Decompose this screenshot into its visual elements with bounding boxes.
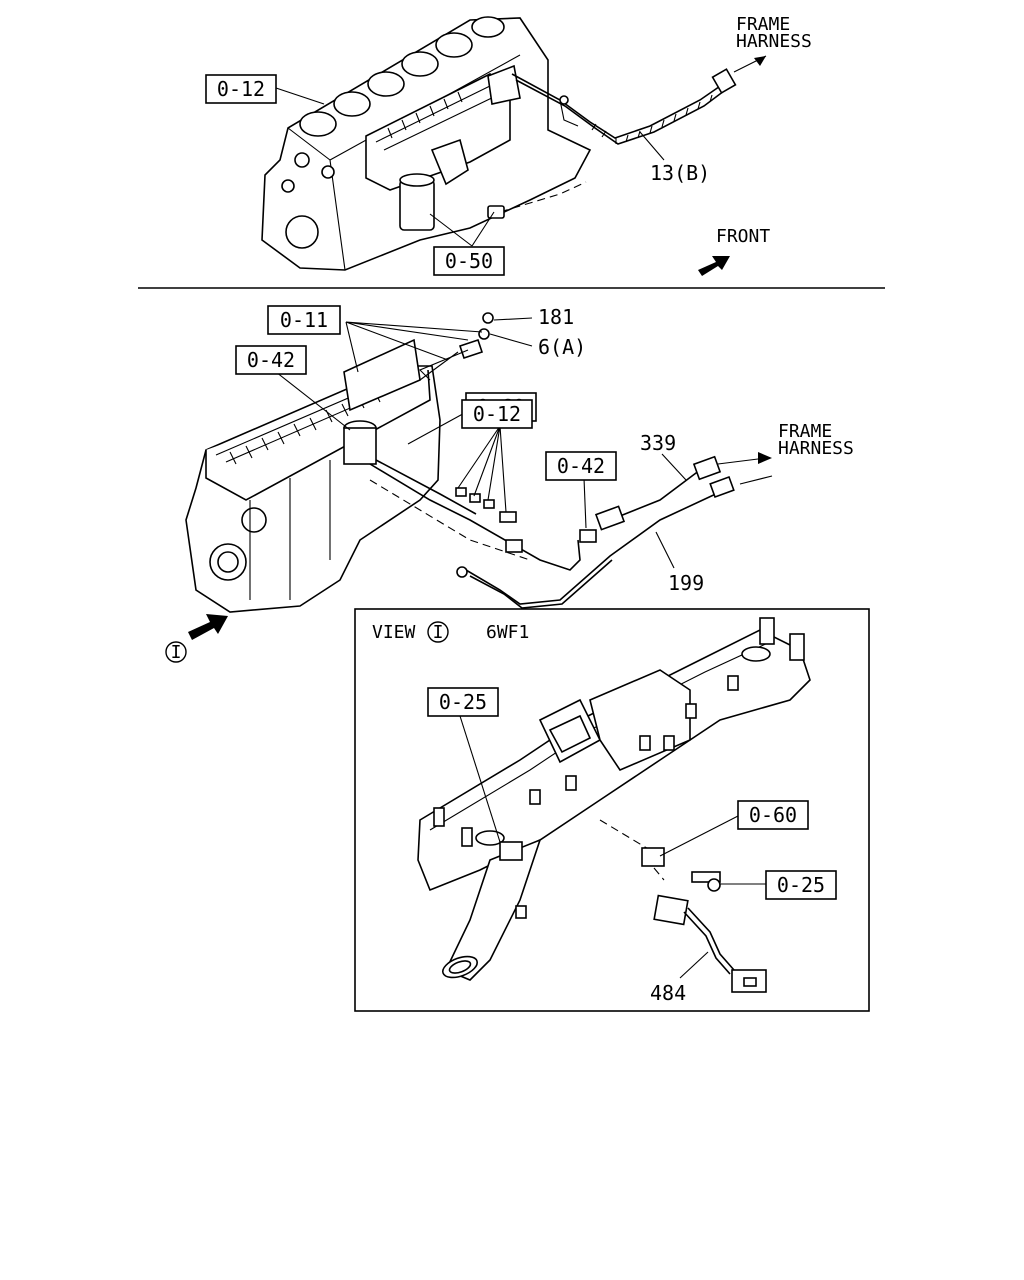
top-view: 0-12 0-50 13(B) FRAME HARNESS FRONT (205, 14, 812, 276)
leader-engine (275, 87, 325, 105)
leader-484 (679, 951, 709, 979)
ref-bolt-label: 0-25 (777, 873, 825, 897)
ref-box-0-12[interactable]: 0-12 (461, 399, 533, 429)
top-engine-block (261, 16, 592, 271)
ref-box-0-42-engine[interactable]: 0-42 (235, 345, 307, 375)
front-label: FRONT (716, 226, 770, 247)
part-484-label[interactable]: 484 (650, 981, 686, 1005)
view-marker-circle (165, 641, 187, 663)
ref-0-11-label: 0-11 (280, 308, 328, 332)
frame-harness-line1-middle: FRAME (778, 421, 832, 442)
leader-0-42-connector (583, 477, 587, 529)
part-199-label[interactable]: 199 (668, 571, 704, 595)
leader-0-42 (275, 371, 351, 431)
view-arrow-icon (188, 614, 228, 640)
ref-box-sensor[interactable]: 0-50 (433, 246, 505, 276)
leader-sensor (429, 211, 495, 247)
part-harness-label[interactable]: 13(B) (650, 161, 710, 185)
leader-harness (639, 131, 665, 161)
middle-view: 0-11 0-42 0-60 0-12 0-42 181 6(A) 339 19… (165, 305, 854, 663)
ref-box-manifold[interactable]: 0-25 (427, 687, 499, 717)
leader-bracket (659, 815, 739, 857)
ref-box-bracket[interactable]: 0-60 (737, 800, 809, 830)
leader-0-11 (345, 321, 483, 373)
leader-339 (661, 453, 687, 481)
ref-engine-label: 0-12 (217, 77, 265, 101)
detail-sensor (599, 819, 767, 993)
top-harness (487, 55, 767, 219)
model-label: 6WF1 (486, 622, 529, 643)
intake-manifold (417, 617, 811, 981)
view-marker-label: I (171, 642, 182, 663)
leader-0-60 (407, 409, 471, 445)
leader-181-6a (489, 317, 533, 347)
frame-harness-line2-middle: HARNESS (778, 438, 854, 459)
ref-sensor-label: 0-50 (445, 249, 493, 273)
leader-manifold (459, 715, 501, 843)
frame-harness-line2: HARNESS (736, 31, 812, 52)
middle-wiring (369, 312, 773, 609)
ref-0-12-label: 0-12 (473, 402, 521, 426)
ref-box-0-11[interactable]: 0-11 (267, 305, 341, 335)
ref-manifold-label: 0-25 (439, 690, 487, 714)
part-181-label[interactable]: 181 (538, 305, 574, 329)
ref-0-42-connector-label: 0-42 (557, 454, 605, 478)
frame-harness-line1: FRAME (736, 14, 790, 35)
detail-view: VIEW I 6WF1 (354, 608, 870, 1012)
ref-bracket-label: 0-60 (749, 803, 797, 827)
detail-view-marker-circle (427, 621, 449, 643)
leader-0-12 (457, 425, 507, 513)
ref-box-bolt[interactable]: 0-25 (765, 870, 837, 900)
part-6a-label[interactable]: 6(A) (538, 335, 586, 359)
ref-box-engine[interactable]: 0-12 (205, 74, 277, 104)
part-339-label[interactable]: 339 (640, 431, 676, 455)
view-prefix-label: VIEW (372, 622, 416, 643)
leader-199 (655, 531, 675, 569)
detail-view-marker-label: I (433, 622, 444, 643)
middle-engine-block (185, 338, 441, 613)
front-arrow-icon (698, 256, 730, 276)
ref-0-42-engine-label: 0-42 (247, 348, 295, 372)
ref-box-0-42-connector[interactable]: 0-42 (545, 451, 617, 481)
